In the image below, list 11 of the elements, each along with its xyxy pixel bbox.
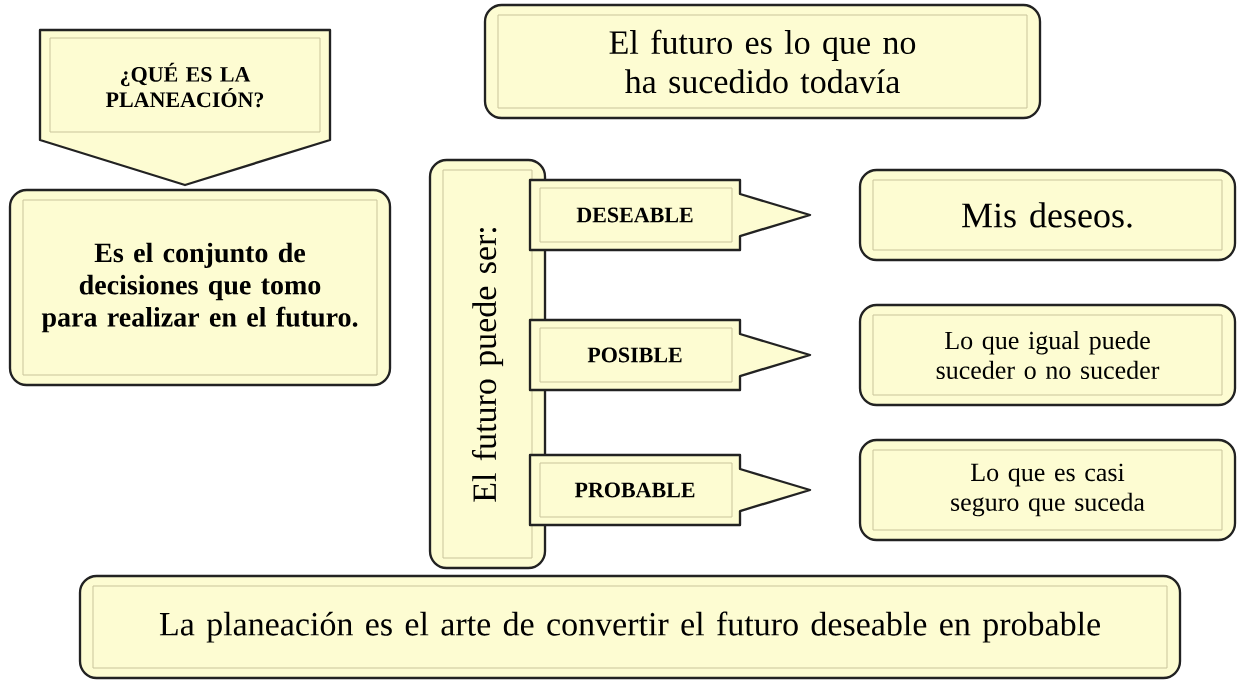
arrow-callout: PROBABLE xyxy=(528,453,812,527)
vertical-box: El futuro puede ser: xyxy=(428,158,547,570)
arrow-callout: POSIBLE xyxy=(528,318,812,392)
rounded-box: Mis deseos. xyxy=(858,168,1237,262)
arrow-callout: DESEABLE xyxy=(528,178,812,252)
rounded-box: El futuro es lo que no ha sucedido todavía xyxy=(483,3,1042,120)
rounded-box: Es el conjunto de decisiones que tomo para realizar en el futuro. xyxy=(8,188,392,387)
rounded-box: Lo que igual puede suceder o no suceder xyxy=(858,303,1237,407)
down-arrow-callout: ¿QUÉ ES LA PLANEACIÓN? xyxy=(38,28,332,187)
rounded-box: Lo que es casi seguro que suceda xyxy=(858,438,1237,542)
rounded-box: La planeación es el arte de convertir el futuro deseable en probable xyxy=(78,574,1182,680)
